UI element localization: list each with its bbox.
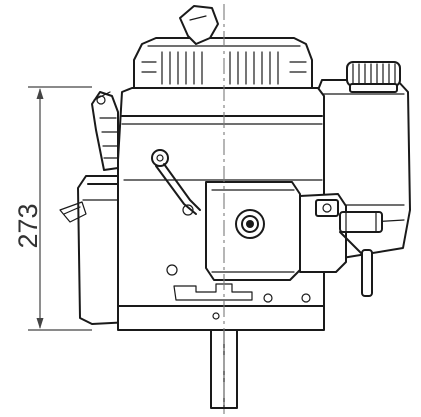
oil-filler-tube [91,91,119,171]
carburetor [299,193,383,297]
height-dimension-label: 273 [13,203,43,248]
height-dimension: 273 [13,86,92,331]
engine-base [117,264,325,331]
dimension-arrow-bottom [36,318,44,329]
choke-lever [179,5,219,45]
governor-linkage [151,149,201,216]
cylinder-head-cover [133,37,313,89]
dimension-arrow-top [36,88,44,99]
fuel-cap [346,61,401,93]
crankcase-cover [205,181,301,281]
